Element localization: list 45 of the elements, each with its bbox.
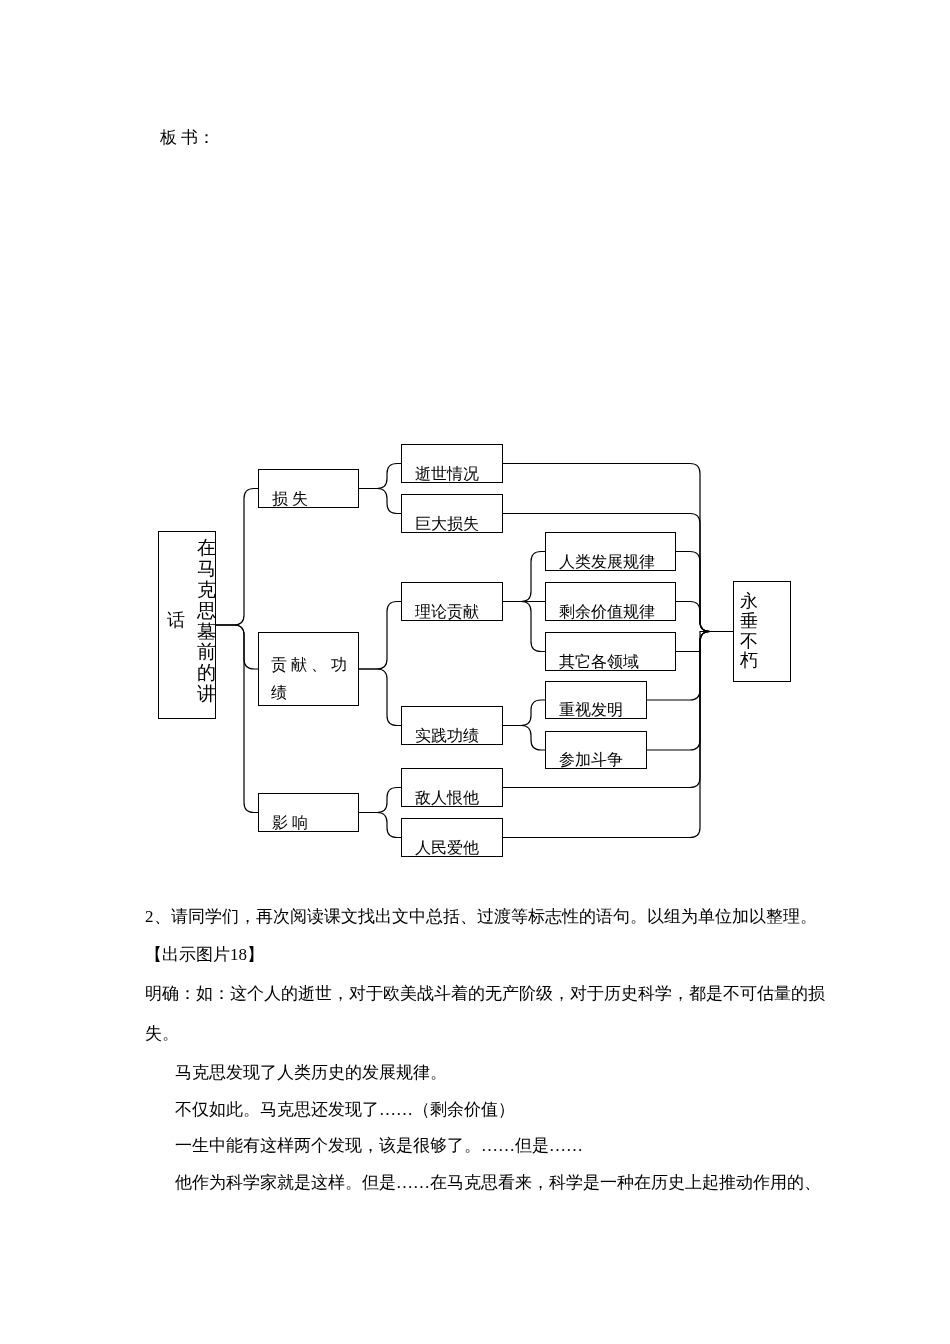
- text-box: [401, 818, 503, 857]
- brace-connector: [358, 811, 402, 839]
- box-text: 剩余价值规律: [559, 602, 655, 622]
- box-text: 巨大损失: [415, 514, 479, 534]
- text-box: [401, 582, 503, 621]
- text-box: [545, 681, 647, 719]
- box-text: 实践功绩: [415, 726, 479, 746]
- paragraph-text: 不仅如此。马克思还发现了……（剩余价值）: [175, 1099, 515, 1121]
- box-text: 参加斗争: [559, 750, 623, 770]
- text-box: [401, 768, 503, 807]
- brace-connector: [358, 487, 402, 515]
- text-box: [545, 532, 676, 571]
- paragraph-text: 马克思发现了人类历史的发展规律。: [175, 1062, 447, 1084]
- box-text: 人类发展规律: [559, 552, 655, 572]
- box-text: 其它各领域: [559, 652, 639, 672]
- paragraph-text: 2、请同学们，再次阅读课文找出文中总括、过渡等标志性的语句。以组为单位加以整理。: [145, 906, 817, 928]
- text-box: [545, 582, 676, 621]
- text-box: [258, 793, 359, 832]
- box-text: 永垂不朽: [740, 592, 758, 672]
- box-text: 在马克思墓前的讲: [197, 538, 216, 706]
- box-text: 理论贡献: [415, 602, 479, 622]
- title-box: [158, 531, 216, 719]
- box-text: 逝世情况: [415, 464, 479, 484]
- box-text: 敌人恨他: [415, 788, 479, 808]
- text-box: [258, 632, 359, 706]
- text-box: [401, 494, 503, 533]
- heading-text: 板 书：: [160, 127, 216, 149]
- box-text: 人民爱他: [415, 838, 479, 858]
- text-box: [401, 706, 503, 745]
- box-text: 影 响: [272, 813, 308, 833]
- brace-connector: [502, 600, 546, 653]
- paragraph-text: 他作为科学家就是这样。但是……在马克思看来，科学是一种在历史上起推动作用的、: [175, 1172, 821, 1194]
- paragraph-text: 【出示图片18】: [145, 944, 264, 966]
- text-box: [545, 731, 647, 769]
- box-text: 话: [167, 610, 185, 630]
- text-box: [258, 469, 359, 508]
- text-box: [401, 444, 503, 483]
- text-box: [545, 632, 676, 671]
- paragraph-text: 明确：如：这个人的逝世，对于欧美战斗着的无产阶级，对于历史科学，都是不可估量的损失。: [145, 983, 826, 1045]
- brace-connector: [502, 724, 546, 751]
- box-text: 损 失: [272, 489, 308, 509]
- box-text: 贡 献 、 功绩: [271, 655, 348, 703]
- box-text: 重视发明: [559, 700, 623, 720]
- text-box: [733, 581, 791, 682]
- paragraph-text: 一生中能有这样两个发现，该是很够了。……但是……: [175, 1135, 583, 1157]
